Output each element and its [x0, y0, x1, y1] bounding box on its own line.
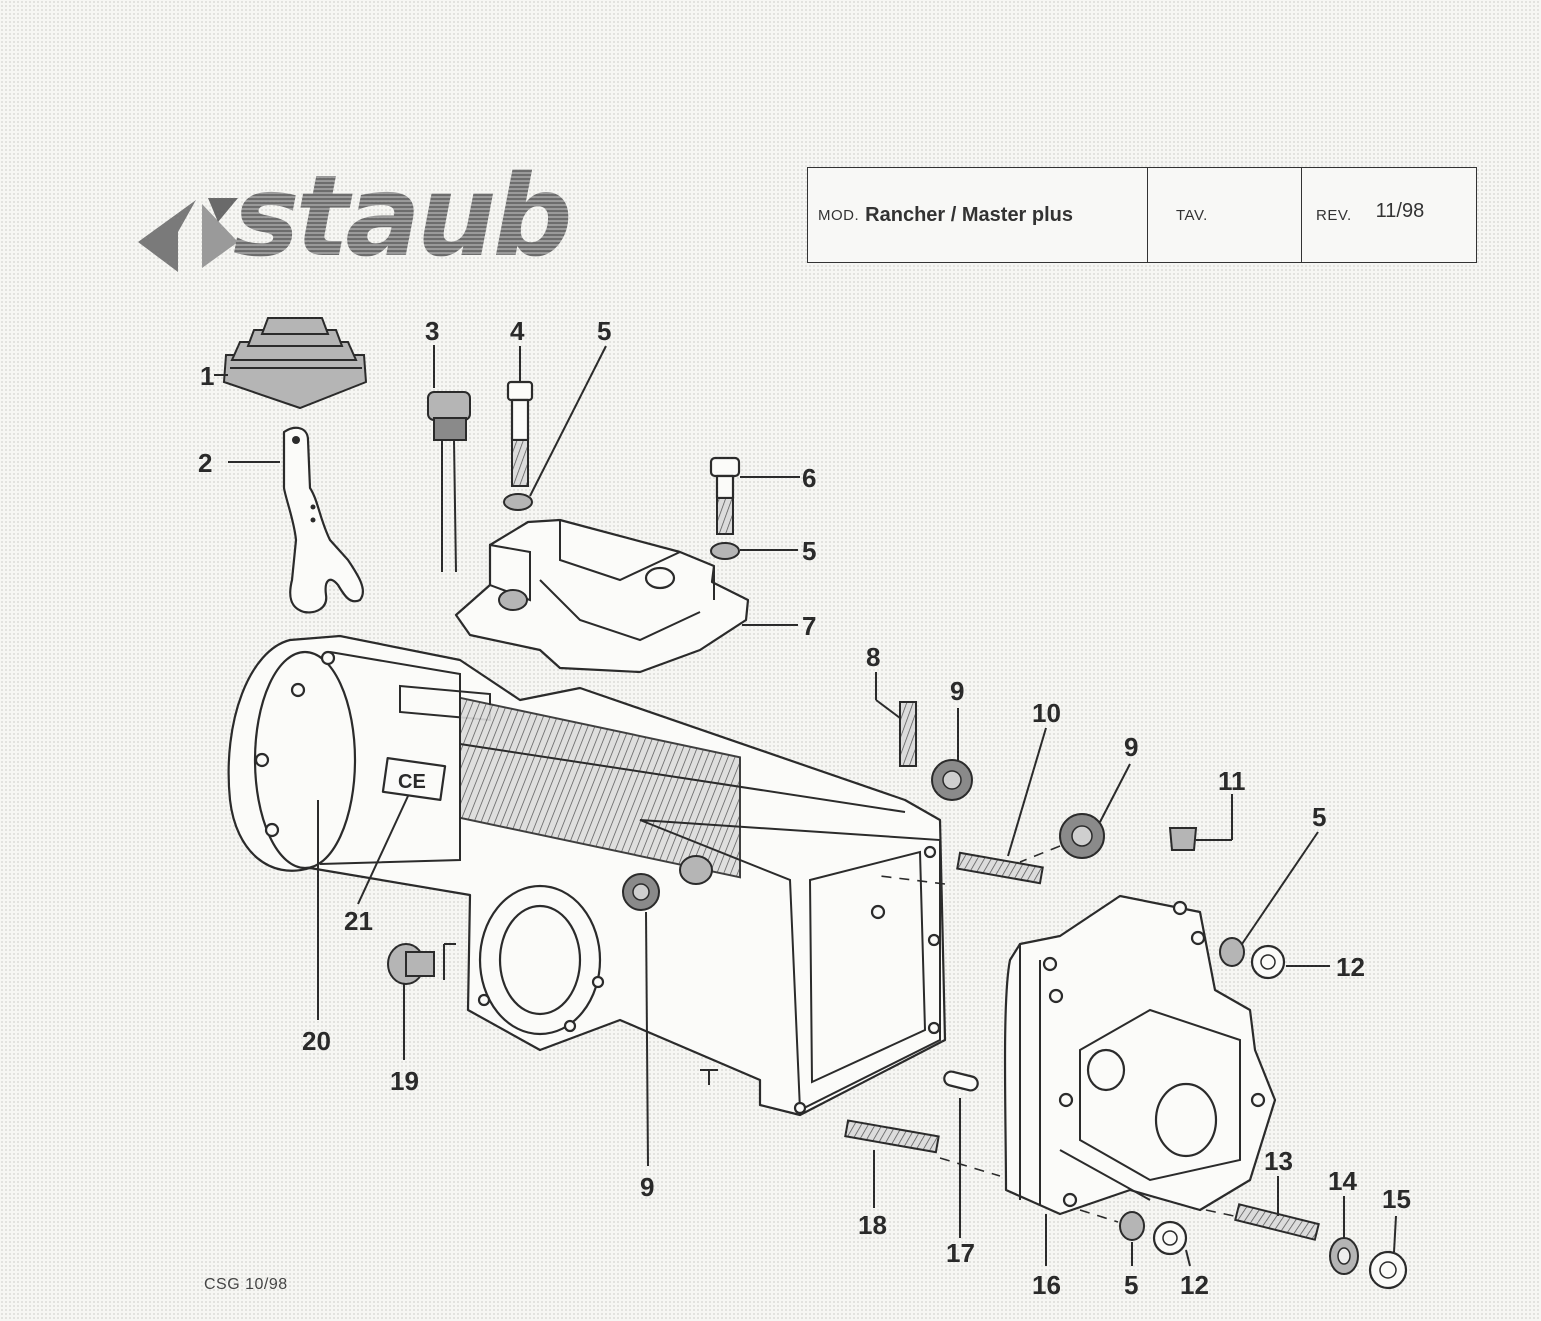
- part-boot: [214, 317, 368, 410]
- part-drain-plug: [387, 943, 456, 1060]
- brand-logo-wordmark: staub: [233, 152, 573, 282]
- callout-2: 2: [198, 448, 212, 478]
- callout-19: 19: [390, 1066, 419, 1096]
- part-oil-seal: [622, 873, 660, 1167]
- callout-17: 17: [946, 1238, 975, 1268]
- callout-16: 16: [1032, 1270, 1061, 1300]
- callout-5: 5: [1312, 802, 1326, 832]
- model-value: Rancher / Master plus: [865, 203, 1074, 226]
- part-fork-lever: [228, 426, 364, 614]
- callout-20: 20: [302, 1026, 331, 1056]
- table-label: TAV.: [1176, 206, 1208, 224]
- callout-7: 7: [802, 611, 816, 641]
- ce-mark: CE: [398, 771, 426, 793]
- part-rear-stud: [1205, 1176, 1320, 1241]
- revision-cell: REV. 11/98: [1302, 168, 1476, 262]
- callout-4: 4: [510, 316, 525, 346]
- part-washer: [1329, 1196, 1359, 1275]
- part-oil-seal: [1019, 763, 1131, 863]
- callout-labels: 1 2 3 4 5 6 5 7 8 9 10 9 11 5 12 21 20 1…: [198, 316, 1411, 1300]
- callout-14: 14: [1328, 1166, 1357, 1196]
- callout-6: 6: [802, 463, 816, 493]
- part-gearbox-housing: [227, 634, 947, 1117]
- part-dipstick: [427, 345, 471, 573]
- part-plug: [1168, 794, 1233, 851]
- callout-21: 21: [344, 906, 373, 936]
- part-stud: [875, 672, 917, 767]
- part-washer: [1219, 831, 1319, 967]
- part-nut: [1152, 1220, 1191, 1267]
- callout-9: 9: [640, 1172, 654, 1202]
- callout-8: 8: [866, 642, 880, 672]
- callout-9: 9: [1124, 732, 1138, 762]
- part-dowel-pin: [939, 1070, 1001, 1238]
- callout-13: 13: [1264, 1146, 1293, 1176]
- callout-18: 18: [858, 1210, 887, 1240]
- part-top-cover: [454, 518, 798, 674]
- title-block: MOD. Rancher / Master plus TAV. REV. 11/…: [807, 167, 1477, 263]
- part-bolt-long: [506, 346, 534, 487]
- callout-1: 1: [200, 361, 214, 391]
- callout-3: 3: [425, 316, 439, 346]
- part-washer: [1079, 1209, 1145, 1266]
- part-nut: [1250, 944, 1330, 980]
- callout-5: 5: [1124, 1270, 1138, 1300]
- callout-10: 10: [1032, 698, 1061, 728]
- callout-12: 12: [1180, 1270, 1209, 1300]
- revision-label: REV.: [1316, 206, 1352, 224]
- callout-5: 5: [597, 316, 611, 346]
- model-cell: MOD. Rancher / Master plus: [808, 168, 1148, 262]
- callout-5: 5: [802, 536, 816, 566]
- model-label: MOD.: [818, 206, 860, 224]
- part-long-stud: [879, 727, 1047, 885]
- callout-15: 15: [1382, 1184, 1411, 1214]
- part-rear-housing: [1003, 894, 1277, 1266]
- part-washer: [710, 542, 798, 560]
- part-oil-seal: [931, 708, 973, 801]
- part-washer: [503, 345, 607, 511]
- callout-9: 9: [950, 676, 964, 706]
- part-bolt-short: [709, 456, 800, 535]
- revision-value: 11/98: [1375, 199, 1425, 222]
- table-cell: TAV.: [1148, 168, 1302, 262]
- callout-11: 11: [1218, 766, 1246, 796]
- part-stud-lower: [844, 1119, 940, 1208]
- drawing-code: CSG 10/98: [204, 1276, 288, 1293]
- brand-logo: staub: [138, 161, 678, 280]
- part-ce-plate: CE: [357, 757, 447, 905]
- callout-12: 12: [1336, 952, 1365, 982]
- diamond-arrow-icon: [138, 198, 238, 272]
- part-nut: [1368, 1215, 1408, 1290]
